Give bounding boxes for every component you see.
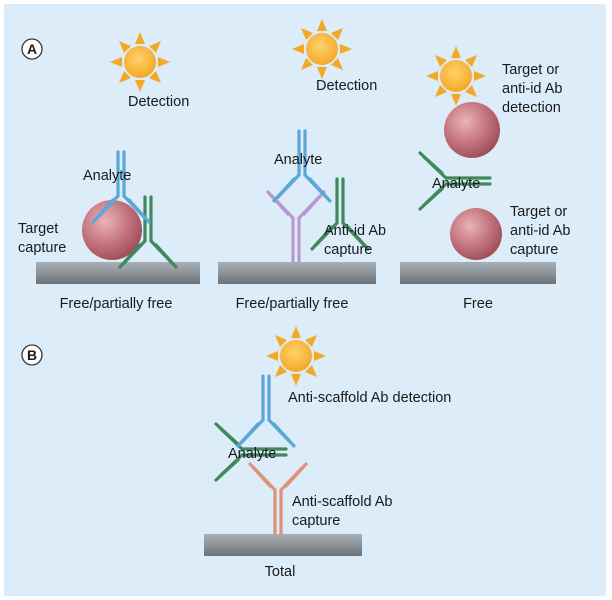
panel-a-letter: A (27, 41, 37, 57)
detection-label-line1: Target or (502, 62, 559, 78)
capture-label-line1: Target (18, 221, 58, 237)
analyte-label: Analyte (274, 152, 322, 168)
condition-label: Total (265, 564, 296, 580)
analyte-label: Analyte (432, 176, 480, 192)
assay-1: Detection Analyte Target capture Free/pa… (18, 32, 200, 312)
plate (36, 262, 200, 284)
condition-label: Free (463, 296, 493, 312)
detection-antibody (236, 374, 296, 448)
plate (218, 262, 376, 284)
panel-b: B Anti-scaffold Ab detection Analyte Ant… (21, 326, 451, 580)
plate (400, 262, 556, 284)
capture-label-line2: capture (324, 242, 372, 258)
panel-b-badge: B (21, 344, 43, 366)
capture-label-line2: capture (292, 513, 340, 529)
capture-label-line1: Anti-scaffold Ab (292, 494, 393, 510)
assay-diagram: A Detection Analyte Target capture Free/… (18, 19, 570, 580)
panel-a-badge: A (21, 38, 43, 60)
panel-b-letter: B (27, 347, 37, 363)
capture-label-line1: Anti-id Ab (324, 223, 386, 239)
sun-icon (292, 19, 352, 79)
detection-label: Anti-scaffold Ab detection (288, 390, 451, 406)
detection-sphere (444, 102, 500, 158)
capture-label-line2: capture (18, 240, 66, 256)
sun-icon (110, 32, 170, 92)
sun-icon (266, 326, 326, 386)
anti-id-capture-antibody (266, 190, 326, 264)
detection-label: Detection (128, 94, 189, 110)
detection-label-line2: anti-id Ab (502, 81, 562, 97)
plate (204, 534, 362, 556)
target-sphere (82, 200, 142, 260)
condition-label: Free/partially free (60, 296, 173, 312)
capture-label-line3: capture (510, 242, 558, 258)
detection-label-line3: detection (502, 100, 561, 116)
assay-2: Detection Analyte Anti-id Ab capture Fre… (218, 19, 386, 312)
condition-label: Free/partially free (236, 296, 349, 312)
assay-figure: A Detection Analyte Target capture Free/… (4, 4, 606, 596)
panel-a: A Detection Analyte Target capture Free/… (18, 19, 570, 312)
assay-3: Target or anti-id Ab detection Analyte T… (400, 46, 570, 312)
capture-label-line1: Target or (510, 204, 567, 220)
analyte-label: Analyte (83, 168, 131, 184)
detection-label: Detection (316, 78, 377, 94)
analyte-label: Analyte (228, 446, 276, 462)
capture-label-line2: anti-id Ab (510, 223, 570, 239)
capture-sphere (450, 208, 502, 260)
sun-icon (426, 46, 486, 106)
